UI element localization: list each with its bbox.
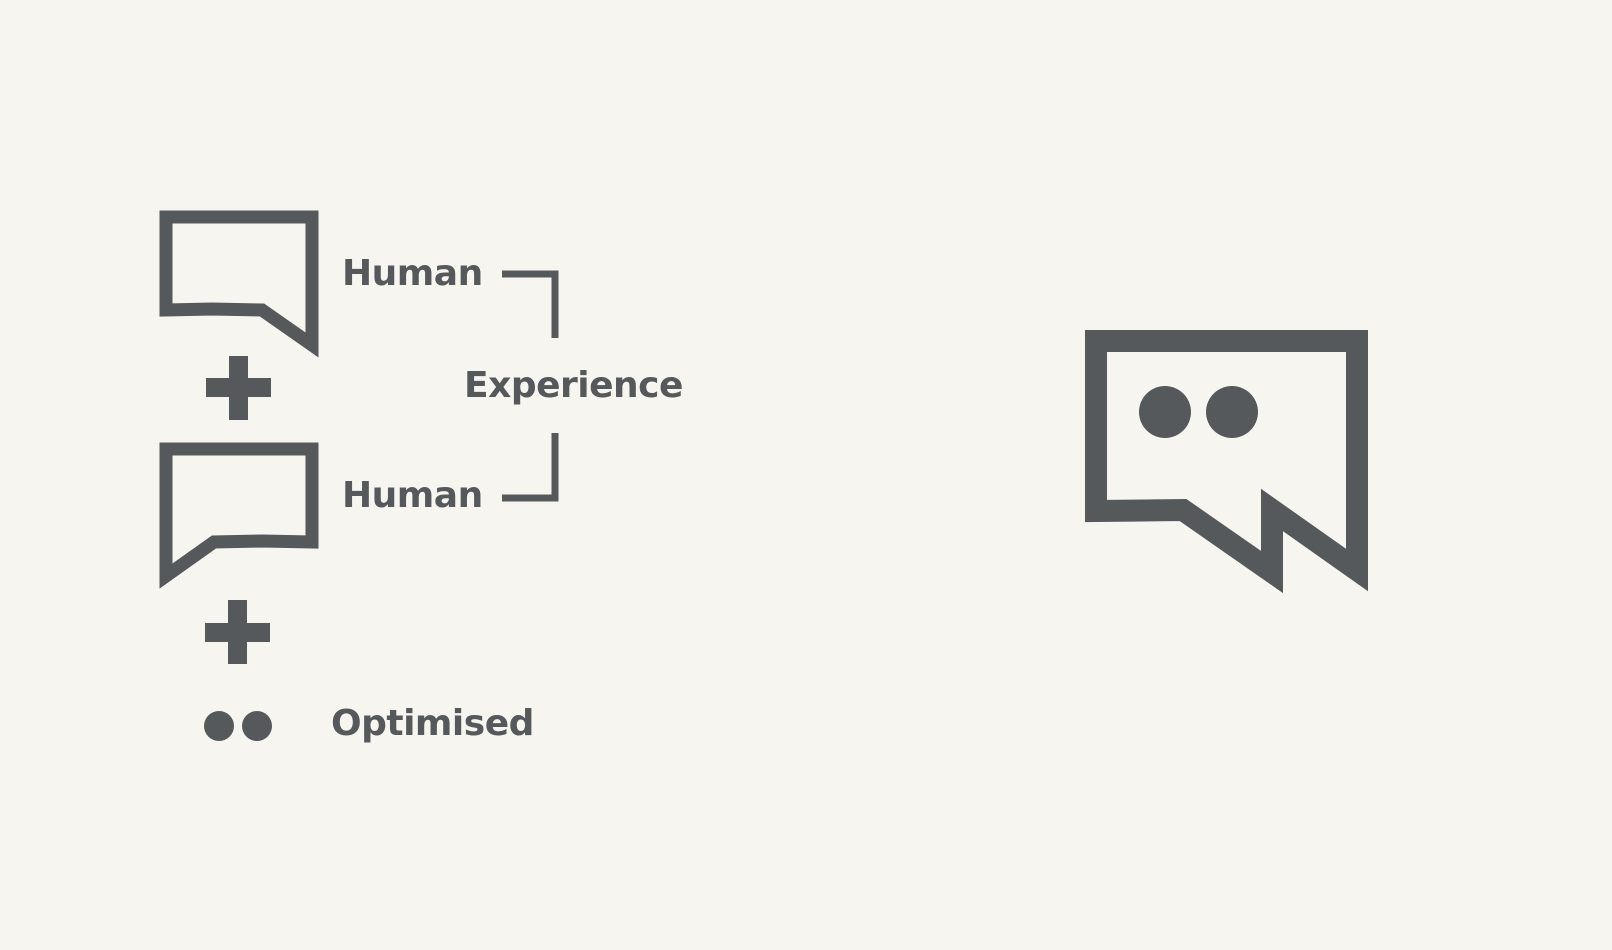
optimised-label: Optimised <box>331 703 534 744</box>
bracket-top <box>502 270 559 338</box>
bracket-bottom <box>502 433 559 502</box>
human-top-label: Human <box>342 253 483 294</box>
speech-bubble-tail-right-icon <box>159 210 319 358</box>
plus-icon <box>206 356 271 420</box>
experience-label: Experience <box>464 365 683 406</box>
speech-bubble-two-dots-logo-icon <box>1085 330 1368 594</box>
human-bottom-label: Human <box>342 475 483 516</box>
plus-icon <box>205 600 270 664</box>
speech-bubble-tail-left-icon <box>159 442 319 589</box>
two-dots-icon <box>204 711 272 741</box>
